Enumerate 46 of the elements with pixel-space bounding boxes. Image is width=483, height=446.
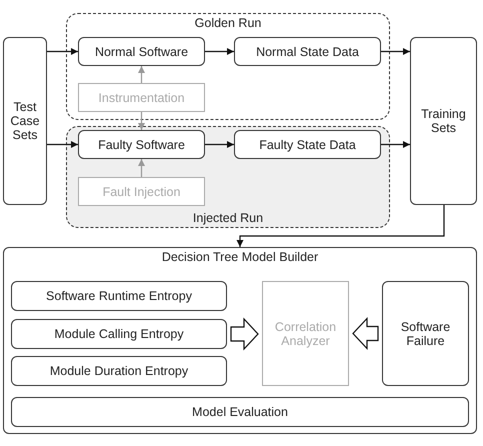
module-panel: [3, 247, 477, 434]
box-label: Model Evaluation: [192, 405, 288, 419]
process-box: [78, 83, 205, 112]
process-box: [262, 281, 349, 386]
process-box: [234, 37, 381, 66]
arrow: [205, 48, 234, 55]
box-label: Test Case Sets: [9, 100, 41, 142]
box-label: Normal Software: [94, 44, 188, 58]
process-box: [234, 130, 381, 159]
process-box: [3, 37, 47, 205]
arrow: [138, 112, 145, 130]
box-label: Faulty State Data: [259, 138, 356, 152]
process-box: [11, 397, 469, 427]
group-title: Injected Run: [192, 211, 264, 225]
process-box: [11, 319, 227, 349]
box-label: Module Calling Entropy: [54, 327, 184, 341]
box-label: Software Runtime Entropy: [46, 289, 192, 303]
process-box: [410, 37, 477, 205]
arrow: [381, 48, 410, 55]
arrow: [138, 159, 145, 177]
arrow: [205, 141, 234, 148]
block-arrow: [230, 317, 259, 351]
process-box: [11, 281, 227, 311]
box-label: Correlation Analyzer: [274, 320, 338, 348]
dashed-group: [66, 126, 390, 228]
group-title: Decision Tree Model Builder: [162, 250, 318, 264]
arrow: [138, 66, 145, 83]
process-box: [11, 356, 227, 386]
box-label: Faulty Software: [98, 138, 185, 152]
box-label: Normal State Data: [256, 44, 359, 58]
arrow: [236, 205, 445, 247]
arrow: [381, 141, 410, 148]
box-label: Software Failure: [400, 320, 452, 348]
process-box: [78, 130, 205, 159]
box-label: Fault Injection: [102, 184, 180, 198]
arrow: [47, 141, 78, 148]
box-label: Training Sets: [420, 107, 467, 135]
block-arrow: [352, 316, 379, 350]
box-label: Module Duration Entropy: [50, 364, 188, 378]
process-box: [78, 37, 205, 66]
box-label: Instrumentation: [98, 90, 185, 104]
process-box: [382, 281, 469, 386]
dashed-group: [66, 13, 390, 120]
group-title: Golden Run: [194, 16, 262, 30]
process-box: [78, 177, 205, 206]
arrow: [47, 48, 78, 55]
